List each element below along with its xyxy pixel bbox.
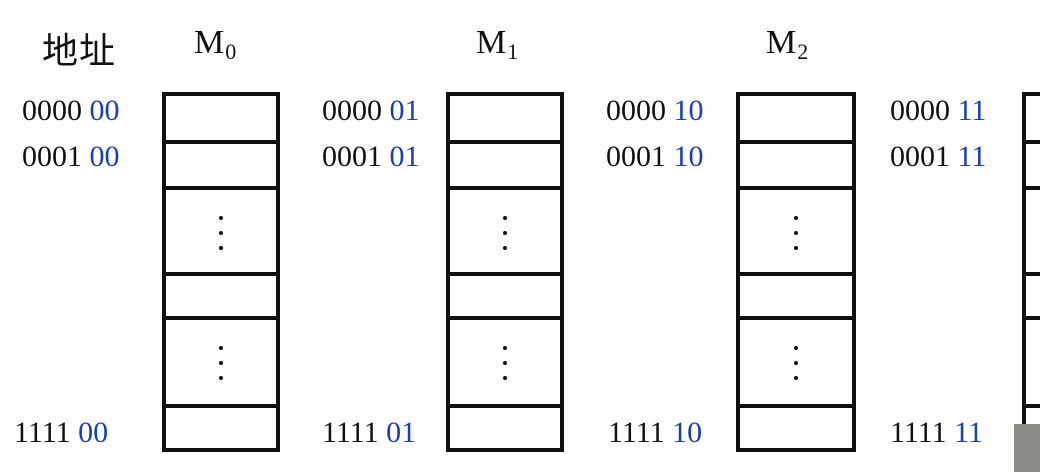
cell-divider bbox=[1026, 316, 1040, 320]
address-bottom-m2: 1111 10 bbox=[608, 416, 703, 449]
module-title-m0: M0 bbox=[194, 24, 237, 64]
address-second-m0: 0001 00 bbox=[22, 140, 120, 173]
address-second-m2: 0001 10 bbox=[606, 140, 704, 173]
cell-divider bbox=[450, 316, 560, 320]
corner-overlay bbox=[1014, 424, 1040, 472]
cell-divider bbox=[450, 140, 560, 144]
module-title-m2: M2 bbox=[766, 24, 809, 64]
ellipsis-upper bbox=[450, 216, 560, 261]
cell-divider bbox=[166, 404, 276, 408]
cell-divider bbox=[450, 186, 560, 190]
address-second-m3: 0001 11 bbox=[890, 140, 987, 173]
memory-module-m2 bbox=[736, 92, 856, 452]
module-title-m1: M1 bbox=[476, 24, 519, 64]
cell-divider bbox=[166, 186, 276, 190]
cell-divider bbox=[1026, 140, 1040, 144]
cell-divider bbox=[740, 140, 852, 144]
cell-divider bbox=[450, 272, 560, 276]
address-top-m0: 0000 00 bbox=[22, 94, 120, 127]
address-top-m1: 0000 01 bbox=[322, 94, 420, 127]
memory-module-m0 bbox=[162, 92, 280, 452]
cell-divider bbox=[740, 272, 852, 276]
cell-divider bbox=[1026, 272, 1040, 276]
cell-divider bbox=[1026, 186, 1040, 190]
cell-divider bbox=[1026, 404, 1040, 408]
address-second-m1: 0001 01 bbox=[322, 140, 420, 173]
cell-divider bbox=[740, 186, 852, 190]
ellipsis-lower bbox=[166, 346, 276, 391]
address-bottom-m3: 1111 11 bbox=[890, 416, 984, 449]
cell-divider bbox=[166, 140, 276, 144]
cell-divider bbox=[166, 316, 276, 320]
memory-module-m3 bbox=[1022, 92, 1040, 452]
ellipsis-upper bbox=[166, 216, 276, 261]
cell-divider bbox=[740, 404, 852, 408]
address-bottom-m0: 1111 00 bbox=[14, 416, 109, 449]
cell-divider bbox=[450, 404, 560, 408]
cell-divider bbox=[166, 272, 276, 276]
ellipsis-upper bbox=[740, 216, 852, 261]
address-header: 地址 bbox=[42, 31, 117, 72]
address-top-m2: 0000 10 bbox=[606, 94, 704, 127]
cell-divider bbox=[740, 316, 852, 320]
address-top-m3: 0000 11 bbox=[890, 94, 987, 127]
ellipsis-lower bbox=[740, 346, 852, 391]
memory-module-m1 bbox=[446, 92, 564, 452]
ellipsis-lower bbox=[450, 346, 560, 391]
address-bottom-m1: 1111 01 bbox=[322, 416, 417, 449]
